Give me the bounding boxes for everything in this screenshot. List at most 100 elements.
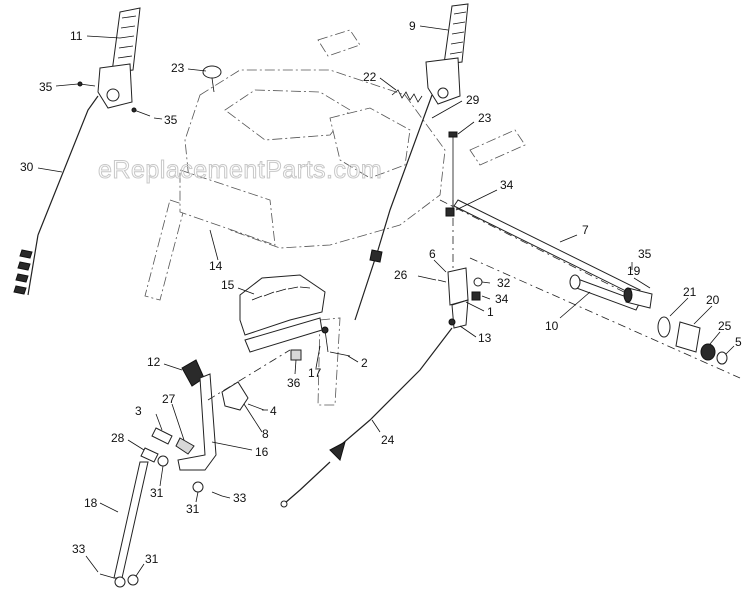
callout-15: 15 [221, 278, 235, 292]
nut-34-lower [471, 291, 481, 301]
leader-18 [99, 502, 119, 513]
upper-handle-left-ghost [317, 29, 361, 57]
callout-11: 11 [70, 29, 83, 43]
spring-22 [391, 89, 423, 103]
callout-25: 25 [718, 319, 732, 333]
upper-handle-right-ghost [469, 129, 526, 166]
leader-23a [187, 68, 207, 72]
left-cable-spring [13, 249, 33, 295]
callout-35: 35 [638, 247, 652, 261]
left-cable-30 [37, 95, 99, 236]
bushing-20 [675, 321, 701, 353]
cable-24-lower [284, 461, 331, 504]
washer-31-b [192, 481, 204, 493]
callout-31: 31 [145, 552, 159, 566]
cable-24-upper [334, 327, 453, 451]
washer-32 [473, 277, 483, 287]
left-grip-ribs [117, 15, 137, 59]
callout-13: 13 [478, 331, 492, 345]
callout-19: 19 [627, 264, 641, 278]
leader-34a [455, 189, 498, 211]
screw-2 [329, 351, 351, 357]
pin-35-left-upper [79, 83, 96, 87]
callout-27: 27 [162, 392, 176, 406]
dash-panel-14 [179, 169, 276, 246]
leader-11 [86, 35, 121, 39]
leader-32 [481, 281, 491, 284]
cable-24-adjuster [329, 441, 346, 461]
callout-8: 8 [262, 427, 269, 441]
callout-35: 35 [39, 80, 53, 94]
leader-34b [481, 295, 491, 300]
right-cable-adjuster [369, 249, 383, 263]
knob-23-left [202, 65, 222, 93]
leader-31c [135, 563, 145, 577]
callout-23: 23 [171, 61, 185, 75]
bolt-10-head [569, 274, 581, 290]
bushing-3 [151, 427, 173, 445]
bracket-6 [447, 267, 469, 306]
washer-5 [716, 351, 728, 365]
callout-24: 24 [381, 433, 395, 447]
cable-24 [280, 327, 453, 508]
right-handle-assembly [354, 3, 469, 321]
callout-17: 17 [308, 366, 322, 380]
leader-5 [725, 345, 735, 355]
callout-20: 20 [706, 293, 720, 307]
bracket-16-body [177, 373, 217, 471]
lever-13-pin [448, 318, 456, 326]
leader-19 [633, 277, 651, 289]
callout-26: 26 [394, 268, 408, 282]
bolt-17-head [321, 326, 329, 334]
callout-16: 16 [255, 445, 269, 459]
leader-2 [347, 355, 359, 363]
leader-30 [37, 167, 63, 173]
rod-18 [113, 461, 149, 579]
callout-7: 7 [582, 223, 589, 237]
leader-33a [221, 495, 231, 499]
bracket-15-body [239, 274, 326, 336]
leader-17 [315, 345, 321, 369]
callout-5: 5 [735, 335, 742, 349]
bolt-10 [569, 274, 641, 311]
bolt-23-right-head [448, 131, 458, 138]
callout-32: 32 [497, 276, 511, 290]
right-lever-pivot [437, 87, 449, 99]
leader-35a [55, 83, 79, 87]
callout-21: 21 [683, 285, 697, 299]
callout-33: 33 [233, 491, 247, 505]
leader-31a [159, 465, 164, 487]
left-cable-lower [27, 234, 39, 296]
console-dial-ghost [329, 107, 411, 179]
pin-35-left-upper-head [77, 81, 83, 87]
callout-22: 22 [363, 70, 377, 84]
leader-36 [294, 359, 297, 375]
leader-35b [153, 117, 163, 120]
callout-36: 36 [287, 376, 301, 390]
leader-25 [709, 331, 721, 345]
spring-27 [175, 437, 195, 455]
callout-31: 31 [150, 486, 164, 500]
leader-33b [85, 555, 99, 573]
leader-28 [127, 439, 145, 451]
pin-26 [437, 279, 447, 283]
leader-16 [211, 441, 253, 451]
callout-1: 1 [487, 305, 494, 319]
left-handle-tube-ghost [144, 199, 186, 301]
leader-14 [209, 229, 219, 261]
callout-10: 10 [545, 319, 559, 333]
callout-23: 23 [478, 111, 492, 125]
knob-23-left-stem [211, 77, 215, 93]
nut-34-upper [445, 207, 455, 217]
right-lever-body [425, 57, 461, 105]
leader-3 [155, 413, 163, 431]
leader-24 [371, 419, 381, 433]
bracket-15-ribs [251, 286, 311, 301]
leader-7 [559, 234, 578, 243]
callout-28: 28 [111, 431, 125, 445]
callout-3: 3 [135, 404, 142, 418]
leader-26 [417, 275, 437, 281]
callout-6: 6 [429, 247, 436, 261]
